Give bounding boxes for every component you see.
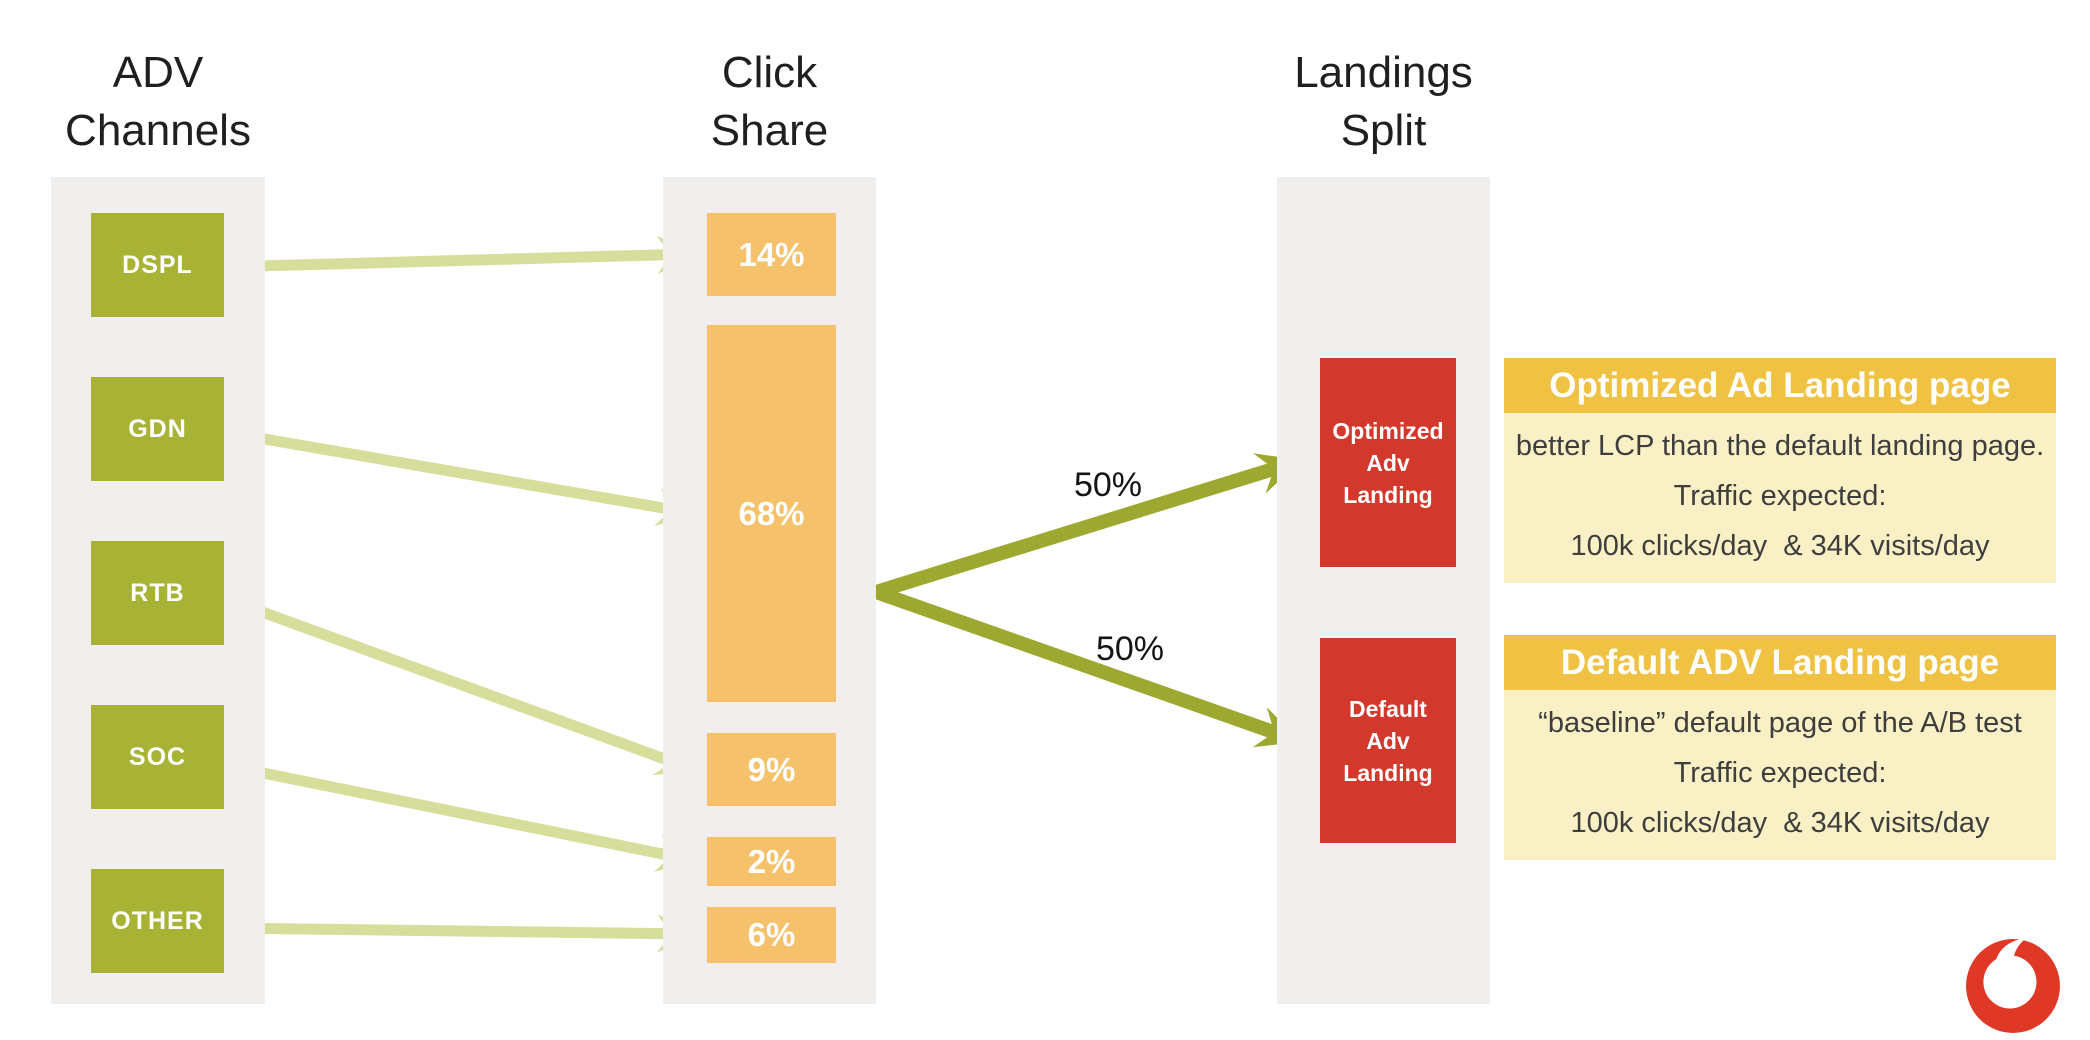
click-share-box-9: 9% xyxy=(707,733,836,806)
default-card-line3: 100k clicks/day & 34K visits/day xyxy=(1570,807,1990,839)
optimized-card-line1: better LCP than the default landing page… xyxy=(1515,430,2045,462)
adv-channels-title: ADV Channels xyxy=(51,44,265,160)
channel-box-dspl: DSPL xyxy=(91,213,224,317)
arrow-gdn-to-68 xyxy=(223,426,698,526)
arrow-soc-to-2 xyxy=(222,759,698,872)
click-share-box-6: 6% xyxy=(707,907,836,963)
optimized-landing-card-body: better LCP than the default landing page… xyxy=(1504,413,2056,583)
arrow-rtb-to-9 xyxy=(222,592,697,776)
click-share-label-14: 14% xyxy=(738,235,805,273)
arrow-split-to-default xyxy=(873,585,1302,748)
click-share-label-68: 68% xyxy=(738,494,805,532)
landing-label-default: Default Adv Landing xyxy=(1343,695,1433,786)
channel-box-gdn: GDN xyxy=(91,377,224,481)
adv-channels-title-line2: Channels xyxy=(65,106,251,155)
click-share-label-2: 2% xyxy=(747,842,796,880)
click-share-box-68: 68% xyxy=(707,325,836,702)
split-percent-bottom: 50% xyxy=(1095,630,1165,668)
default-card-line1: “baseline” default page of the A/B test xyxy=(1538,707,2022,739)
channel-box-rtb: RTB xyxy=(91,541,224,645)
channel-label-gdn: GDN xyxy=(128,414,187,443)
landing-label-optimized: Optimized Adv Landing xyxy=(1332,417,1444,508)
landings-split-title-line2: Split xyxy=(1340,106,1427,155)
optimized-card-line2: Traffic expected: xyxy=(1673,480,1887,512)
channel-box-soc: SOC xyxy=(91,705,224,809)
click-share-label-9: 9% xyxy=(747,750,796,788)
channel-box-other: OTHER xyxy=(91,869,224,973)
click-share-title-line1: Click xyxy=(721,48,818,97)
channel-label-soc: SOC xyxy=(128,742,187,771)
channel-label-rtb: RTB xyxy=(130,578,185,607)
click-share-box-2: 2% xyxy=(707,837,836,886)
landing-box-optimized: Optimized Adv Landing xyxy=(1320,358,1456,567)
arrow-dspl-to-14 xyxy=(223,235,698,275)
arrow-split-to-optimized xyxy=(873,453,1302,599)
optimized-landing-card-header: Optimized Ad Landing page xyxy=(1504,358,2056,413)
default-landing-card-header: Default ADV Landing page xyxy=(1504,635,2056,690)
landings-split-title: Landings Split xyxy=(1277,44,1490,160)
click-share-title-line2: Share xyxy=(710,106,829,155)
landings-split-title-line1: Landings xyxy=(1294,48,1473,97)
arrow-other-to-6 xyxy=(223,914,698,953)
click-share-title: Click Share xyxy=(663,44,876,160)
vodafone-logo-icon xyxy=(1966,938,2060,1033)
landing-box-default: Default Adv Landing xyxy=(1320,638,1456,843)
default-card-line2: Traffic expected: xyxy=(1673,757,1887,789)
default-landing-card-body: “baseline” default page of the A/B test … xyxy=(1504,690,2056,860)
click-share-label-6: 6% xyxy=(747,916,796,953)
default-landing-card: Default ADV Landing page “baseline” defa… xyxy=(1504,635,2056,860)
split-percent-top: 50% xyxy=(1073,466,1143,504)
optimized-landing-card: Optimized Ad Landing page better LCP tha… xyxy=(1504,358,2056,583)
landings-split-panel xyxy=(1277,177,1490,1004)
channel-label-dspl: DSPL xyxy=(122,250,193,279)
adv-channels-title-line1: ADV xyxy=(112,48,204,97)
channel-label-other: OTHER xyxy=(111,906,204,935)
click-share-box-14: 14% xyxy=(707,213,836,296)
optimized-card-line3: 100k clicks/day & 34K visits/day xyxy=(1570,530,1990,562)
